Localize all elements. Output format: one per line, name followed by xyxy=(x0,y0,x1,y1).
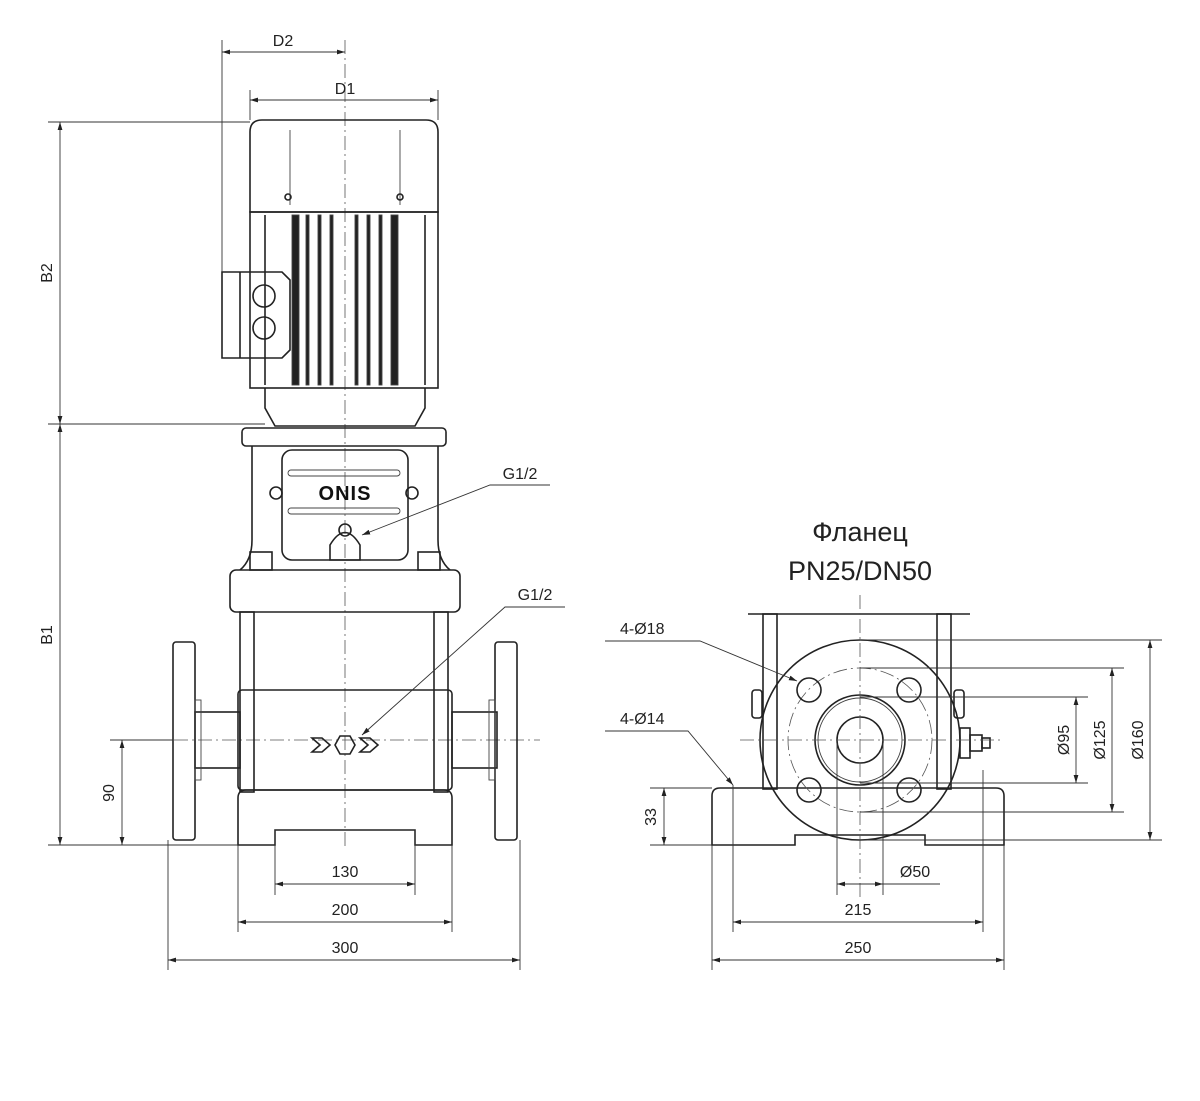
front-dimensions: D2 D1 B2 B1 90 130 200 300 G1/2 G1/2 xyxy=(39,33,565,970)
dim-200: 200 xyxy=(332,902,359,919)
top-plate xyxy=(241,427,447,447)
dim-b1: B1 xyxy=(39,625,56,645)
brand-logo: ONIS xyxy=(319,483,372,505)
motor xyxy=(249,119,439,389)
flange-spec: PN25/DN50 xyxy=(788,556,932,586)
dim-b2: B2 xyxy=(39,263,56,283)
dim-d95: Ø95 xyxy=(1056,725,1073,755)
side-base xyxy=(711,787,1005,846)
callout-g-top: G1/2 xyxy=(503,466,538,483)
dim-300: 300 xyxy=(332,940,359,957)
middle-flange xyxy=(229,569,461,613)
dim-d160: Ø160 xyxy=(1130,720,1147,759)
terminal-box xyxy=(221,271,291,359)
dim-d2: D2 xyxy=(273,33,294,50)
callout-g-bottom: G1/2 xyxy=(518,587,553,604)
side-dimensions: Ø160 Ø125 Ø95 33 Ø50 215 250 4-Ø18 4-Ø14 xyxy=(605,621,1162,970)
bolt-holes xyxy=(796,677,922,803)
front-view: ONIS xyxy=(150,40,540,850)
callout-holes-14: 4-Ø14 xyxy=(620,711,665,728)
side-view: Фланец PN25/DN50 xyxy=(711,517,1005,900)
dim-d1: D1 xyxy=(335,81,356,98)
dim-d125: Ø125 xyxy=(1092,720,1109,759)
tie-rods xyxy=(239,611,449,793)
dim-215: 215 xyxy=(845,902,872,919)
motor-neck xyxy=(264,388,426,427)
dim-d50: Ø50 xyxy=(900,864,930,881)
pump-chamber xyxy=(172,641,518,841)
callout-holes-18: 4-Ø18 xyxy=(620,621,665,638)
coupling-housing: ONIS xyxy=(239,446,451,571)
dim-250: 250 xyxy=(845,940,872,957)
flange-title: Фланец xyxy=(812,517,908,547)
vent-plug xyxy=(959,727,991,759)
dim-130: 130 xyxy=(332,864,359,881)
dim-90: 90 xyxy=(101,784,118,802)
dim-33: 33 xyxy=(643,808,660,826)
base xyxy=(237,789,453,846)
